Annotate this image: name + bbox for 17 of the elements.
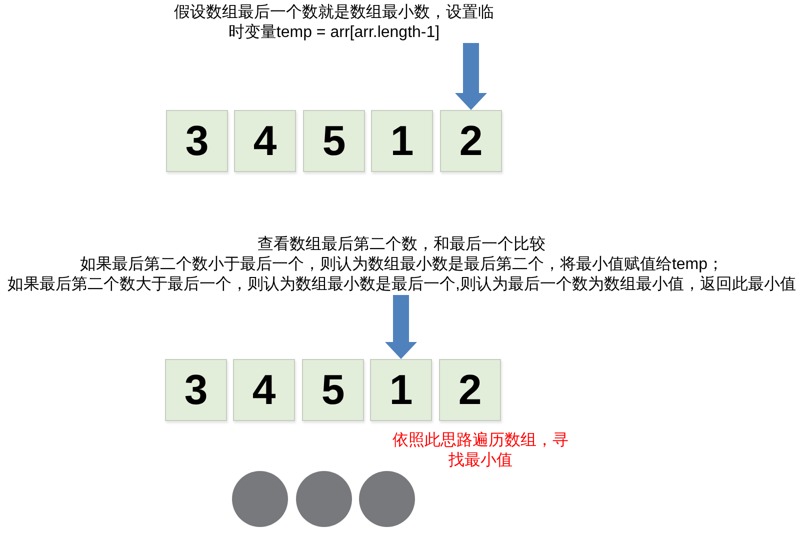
- number-box: 1: [371, 110, 433, 172]
- note-text: 假设数组最后一个数就是数组最小数，设置临时变量temp = arr[arr.length-1]: [172, 3, 496, 43]
- number-box: 4: [234, 110, 296, 172]
- note-text: 如果最后第二个数小于最后一个，则认为数组最小数是最后第二个，将最小值赋值给temp；: [78, 255, 725, 275]
- number-box: 5: [302, 359, 364, 421]
- note-text: 查看数组最后第二个数，和最后一个比较: [256, 235, 547, 255]
- number-box: 2: [439, 359, 501, 421]
- arrow: [455, 43, 487, 110]
- number-box: 3: [166, 110, 228, 172]
- number-box: 3: [165, 359, 227, 421]
- number-box: 1: [370, 359, 432, 421]
- note-text: 依照此思路遍历数组，寻找最小值: [392, 431, 570, 471]
- number-box: 2: [440, 110, 502, 172]
- arrow: [385, 295, 417, 359]
- note-text: 如果最后第二个数大于最后一个，则认为数组最小数是最后一个,则认为最后一个数为数组最小值，返回此最小值: [8, 275, 796, 295]
- number-box: 4: [233, 359, 295, 421]
- number-box: 5: [303, 110, 365, 172]
